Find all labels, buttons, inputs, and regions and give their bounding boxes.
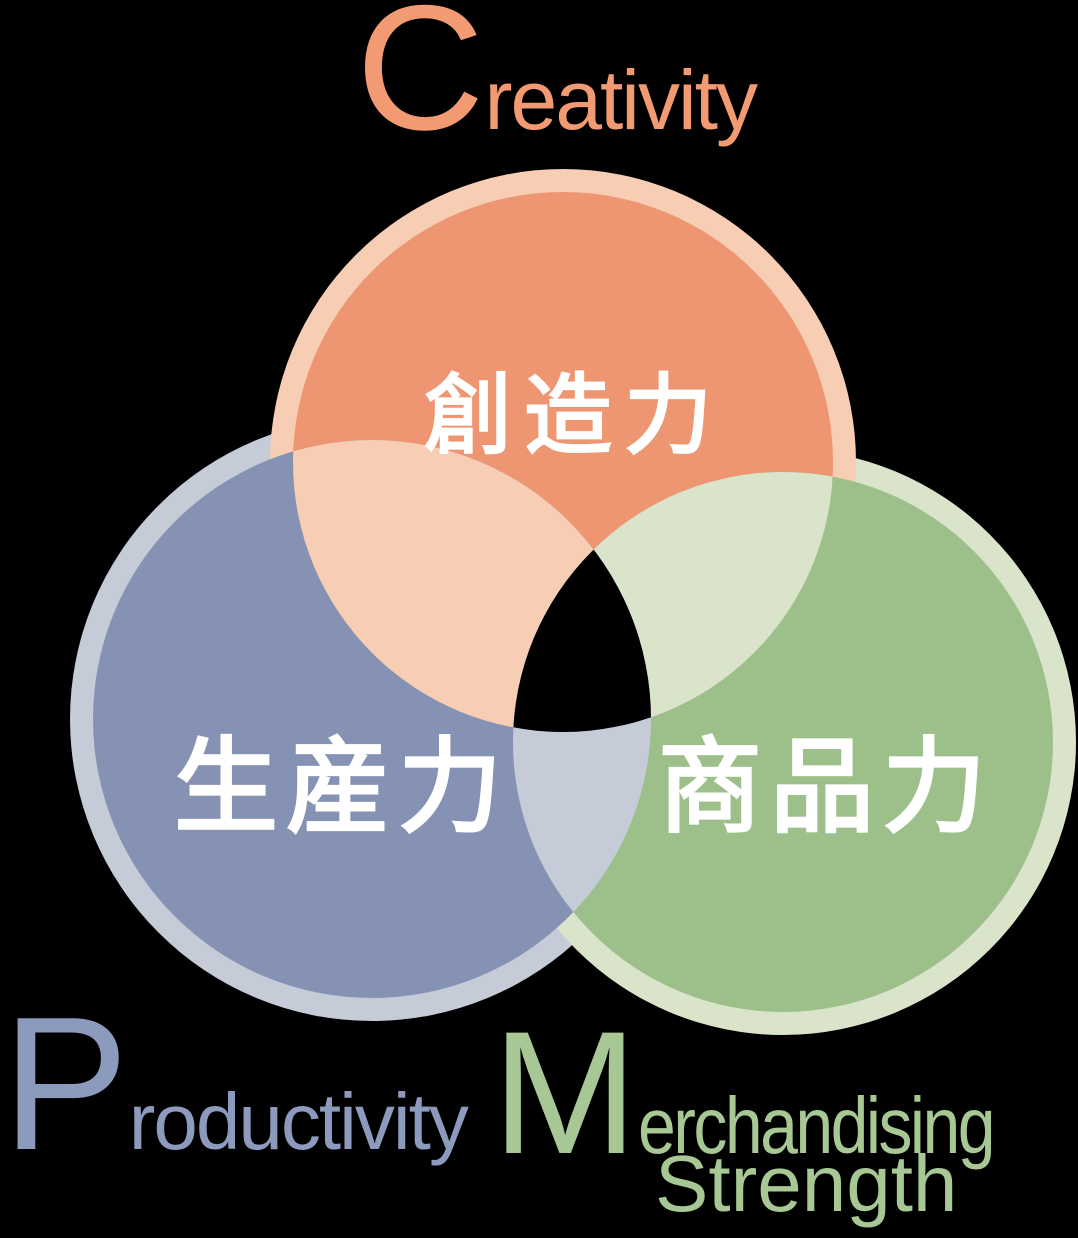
strength-label: Strength bbox=[655, 1144, 957, 1224]
merchandising-kanji-label: 商品力 bbox=[657, 726, 995, 848]
productivity-label: Productivity bbox=[2, 989, 469, 1179]
strength-label-initial: S bbox=[655, 1139, 709, 1228]
strength-label-rest: trength bbox=[708, 1139, 958, 1228]
merchandising-label-rest: erchandising bbox=[637, 1081, 996, 1170]
creativity-label: Creativity bbox=[356, 0, 758, 157]
merchandising-label-initial: M bbox=[492, 996, 638, 1191]
creativity-label-initial: C bbox=[356, 0, 485, 167]
productivity-label-initial: P bbox=[2, 978, 129, 1190]
overlap-creativity-merchandising bbox=[513, 472, 833, 732]
merchandising-label: Merchandising bbox=[492, 1006, 1055, 1181]
creativity-kanji-label: 創造力 bbox=[423, 364, 725, 467]
productivity-kanji-label: 生産力 bbox=[173, 726, 511, 848]
creativity-label-rest: reativity bbox=[484, 53, 758, 147]
productivity-label-rest: roductivity bbox=[128, 1077, 469, 1166]
